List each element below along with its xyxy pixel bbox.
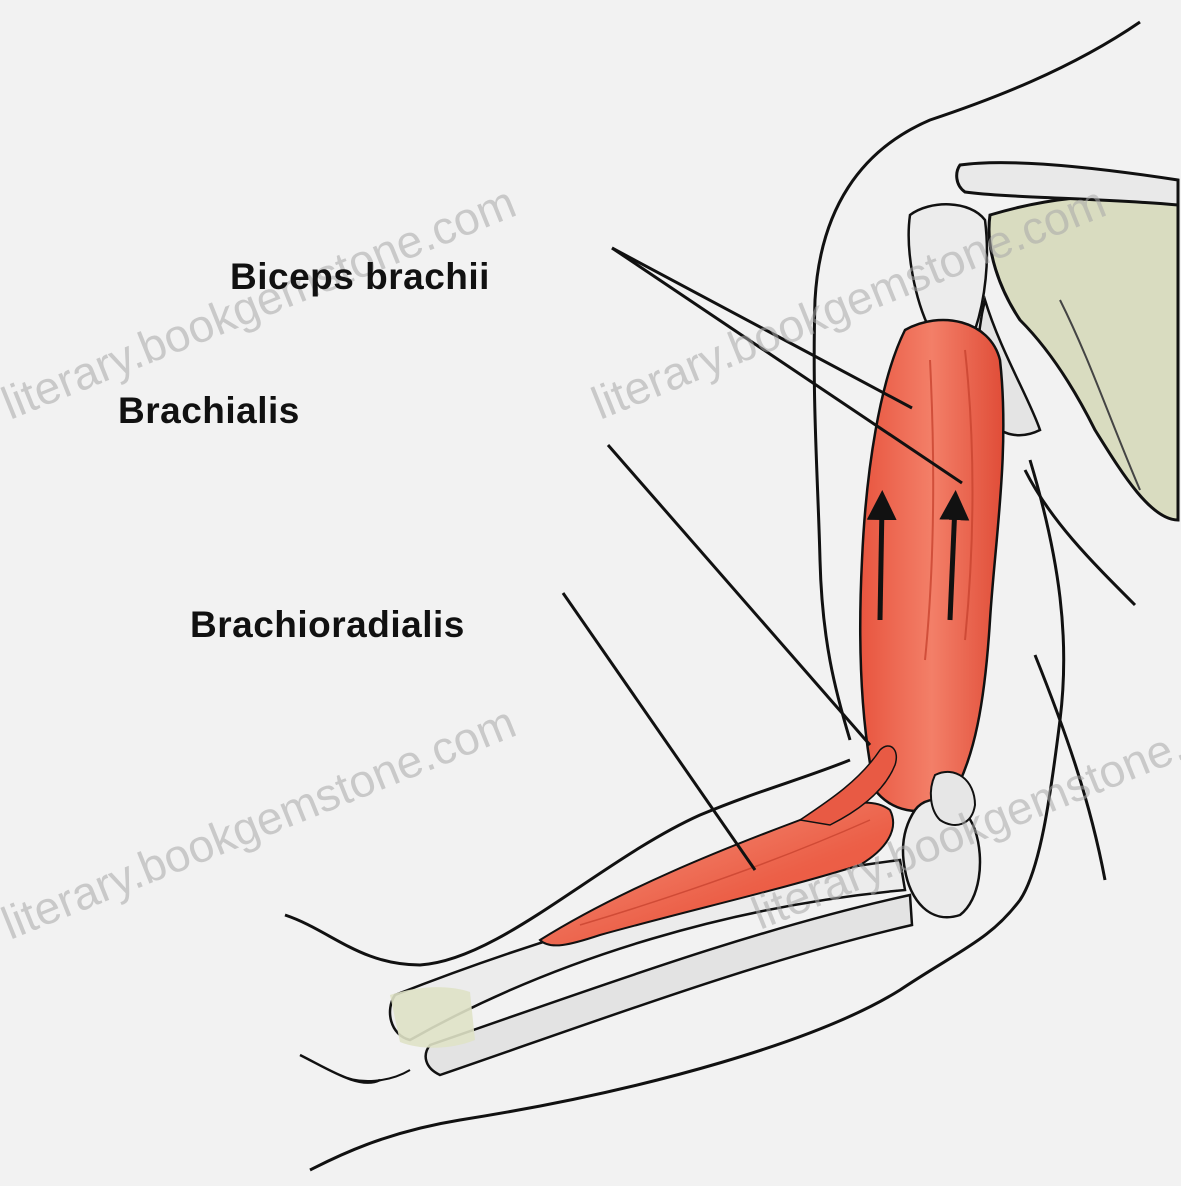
leader-brachialis (608, 445, 870, 745)
label-brachioradialis: Brachioradialis (190, 604, 465, 646)
skin-outline-torso (1025, 470, 1135, 605)
wrist-block (390, 987, 475, 1048)
label-brachialis: Brachialis (118, 390, 300, 432)
label-biceps-brachii: Biceps brachii (230, 256, 490, 298)
skin-outline-hand2 (340, 1070, 410, 1081)
skin-outline-hand (300, 1055, 380, 1083)
leader-brachioradialis (563, 593, 755, 870)
arrow-biceps-left (880, 505, 882, 620)
watermark-left-low: literary.bookgemstone.com (0, 695, 523, 949)
